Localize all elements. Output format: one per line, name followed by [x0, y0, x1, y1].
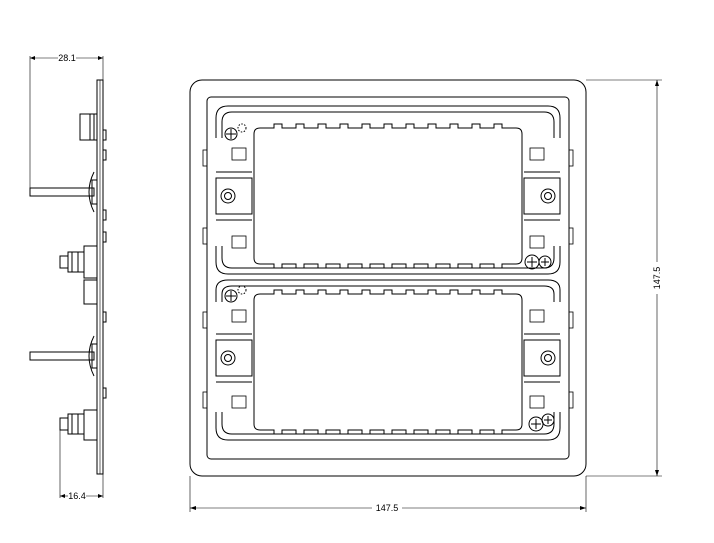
side-tab-mid: [83, 279, 98, 305]
dim-label-side-top: 28.1: [58, 53, 76, 63]
dim-label-front-width: 147.5: [376, 503, 399, 513]
screw-lower-right: [528, 413, 555, 432]
frame-slots: [202, 149, 574, 409]
screw-upper-right: [524, 254, 552, 270]
dim-front-width: [189, 476, 587, 512]
dim-label-side-bottom: 16.4: [68, 491, 86, 501]
module-bracket-upper: [215, 105, 561, 275]
module-bracket-lower: [215, 279, 561, 441]
side-clip: [102, 387, 107, 399]
side-clip: [102, 149, 107, 161]
side-clip: [102, 209, 107, 221]
side-rod-upper: [29, 187, 95, 197]
side-tab-upper: [79, 113, 95, 141]
dim-label-front-height: 147.5: [652, 267, 662, 290]
side-clip: [102, 311, 107, 323]
clips: [231, 147, 545, 409]
dim-side-bottom: [59, 430, 104, 498]
screw-top-left: [224, 123, 247, 141]
dim-side-top: [29, 56, 104, 188]
side-view: [29, 56, 107, 498]
side-rod-lower: [29, 351, 95, 361]
side-screw-upper: [59, 245, 98, 279]
side-screw-lower: [59, 409, 98, 441]
front-view: [189, 79, 662, 512]
opening-lower: [253, 289, 523, 435]
side-clip: [102, 231, 107, 243]
outer-frame: [189, 79, 587, 477]
rails: [215, 171, 561, 383]
screw-middle-left: [224, 285, 247, 303]
inner-frame: [206, 96, 570, 460]
side-clip: [102, 129, 107, 141]
dim-front-height: [586, 79, 662, 477]
mounting-holes: [220, 188, 556, 366]
opening-upper: [253, 123, 523, 269]
